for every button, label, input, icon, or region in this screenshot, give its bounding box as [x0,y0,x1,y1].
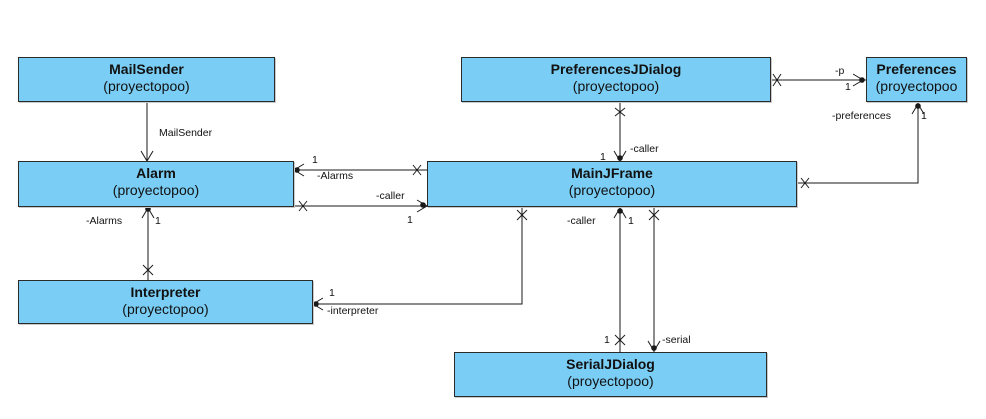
class-preferencesjdialog[interactable]: PreferencesJDialog (proyectopoo) [461,57,771,102]
x-mark [614,334,626,346]
class-package: (proyectopoo) [112,182,200,198]
multiplicity-serial: 1 [604,334,610,346]
ownership-dot [915,103,921,109]
x-mark [800,177,810,189]
assoc-prefsdialog-preferences [771,73,866,87]
class-package: (proyectopoo [875,78,958,94]
multiplicity-preferences: 1 [921,110,927,122]
multiplicity-main-caller: 1 [628,215,634,227]
multiplicity-alarm-caller: 1 [407,214,413,226]
ownership-dot [617,155,623,161]
role-label-alarms-top: -Alarms [317,170,354,182]
class-package: (proyectopoo) [103,78,190,94]
class-name: Interpreter [130,284,201,300]
assoc-alarm-mainframe-caller [294,199,428,213]
role-label-interpreter: -interpreter [327,305,379,317]
class-alarm[interactable]: Alarm (proyectopoo) [18,161,294,207]
assoc-mainframe-preferences [797,103,925,189]
assoc-mainframe-alarm-alarms [293,163,427,177]
role-label-prefs-caller: -caller [630,143,659,155]
x-mark [648,209,660,221]
assoc-prefsdialog-mainframe [613,102,627,162]
x-mark [298,200,308,212]
ownership-dot [859,77,865,83]
class-package: (proyectopoo) [568,182,656,198]
class-package: (proyectopoo) [567,373,654,389]
class-name: Preferences [876,61,957,77]
role-label-serial: -serial [662,334,691,346]
multiplicity-alarms-top: 1 [312,154,318,166]
assoc-interpreter-alarm [141,206,155,280]
class-interpreter[interactable]: Interpreter (proyectopoo) [18,280,313,324]
class-name: MainJFrame [571,165,653,181]
x-mark [614,107,626,117]
ownership-dot [313,301,319,307]
ownership-dot [145,206,151,212]
x-mark [772,73,782,87]
assoc-mailsender-alarm [140,102,154,162]
x-mark [516,209,528,221]
role-label-mailsender: MailSender [159,127,213,139]
ownership-dot [294,167,300,173]
class-preferences[interactable]: Preferences (proyectopoo [866,57,967,102]
class-package: (proyectopoo) [572,78,660,94]
class-name: PreferencesJDialog [550,61,682,77]
class-mainjframe[interactable]: MainJFrame (proyectopoo) [427,161,797,207]
x-mark [142,264,154,276]
assoc-mainframe-interpreter [312,207,528,311]
class-package: (proyectopoo) [122,301,209,317]
role-label-p: -p [835,65,845,77]
role-label-alarms-left: -Alarms [86,215,123,227]
assoc-mainframe-serialdialog [647,207,661,352]
class-serialjdialog[interactable]: SerialJDialog (proyectopoo) [454,352,767,397]
class-name: Alarm [136,165,176,181]
multiplicity-alarms-left: 1 [155,215,161,227]
class-name: MailSender [109,61,184,77]
role-label-alarm-caller: -caller [376,190,405,202]
x-mark [412,164,422,176]
ownership-dot [617,208,623,214]
multiplicity-prefs-caller: 1 [600,151,606,163]
class-mailsender[interactable]: MailSender (proyectopoo) [18,57,275,102]
ownership-dot [651,345,657,351]
role-label-main-caller: -caller [567,215,596,227]
class-name: SerialJDialog [566,356,655,372]
assoc-serialdialog-mainframe [613,207,627,352]
multiplicity-interpreter: 1 [329,287,335,299]
ownership-dot [420,202,426,208]
role-label-preferences: -preferences [832,110,891,122]
multiplicity-p: 1 [845,81,851,93]
